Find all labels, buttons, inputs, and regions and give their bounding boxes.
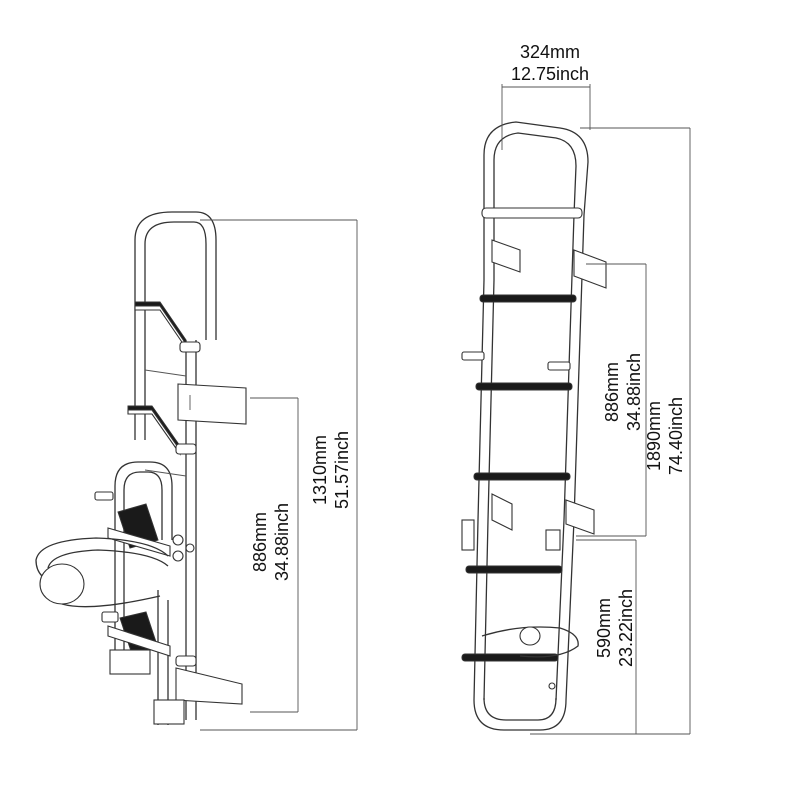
right-wall-bracket-2 [573, 249, 607, 289]
right-span-mm-label: 886mm [602, 362, 622, 422]
right-wall-bracket-4 [565, 499, 595, 535]
right-wall-bracket-1 [491, 239, 521, 273]
left-span-mm-label: 886mm [250, 512, 270, 572]
width-inch-label: 12.75inch [511, 64, 589, 84]
right-dimension-lines [501, 84, 691, 735]
left-wall-plate-lower [175, 667, 243, 705]
left-dimension-lines [200, 219, 358, 731]
bumper-cushion [39, 563, 85, 605]
right-span-inch-label: 34.88inch [624, 353, 644, 431]
right-ladder-extended [461, 121, 607, 731]
left-total-mm-label: 1310mm [310, 435, 330, 505]
right-total-mm-label: 1890mm [644, 401, 664, 471]
left-span-inch-label: 34.88inch [272, 503, 292, 581]
right-bumper-cushion [519, 626, 541, 646]
left-wall-plate-upper [177, 383, 247, 425]
right-lower-mm-label: 590mm [594, 598, 614, 658]
left-total-inch-label: 51.57inch [332, 431, 352, 509]
rungs [461, 207, 583, 662]
width-mm-label: 324mm [520, 42, 580, 62]
right-wall-bracket-3 [491, 493, 513, 531]
right-lower-inch-label: 23.22inch [616, 589, 636, 667]
right-total-inch-label: 74.40inch [666, 397, 686, 475]
left-ladder-folded [35, 211, 247, 725]
